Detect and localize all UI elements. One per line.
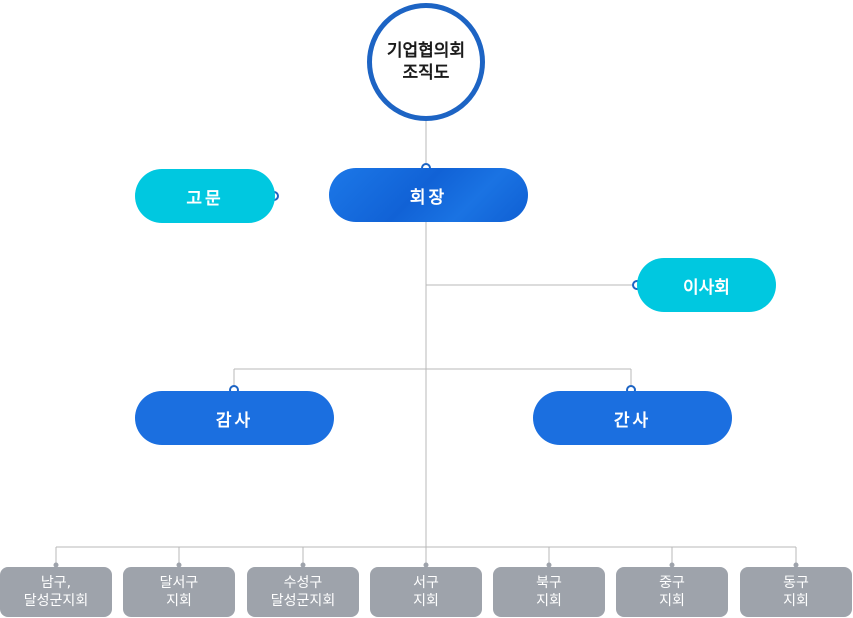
board-label: 이사회 (683, 277, 730, 298)
branch-node-suseonggu: 수성구 달성군지회 (247, 567, 359, 617)
branch-node-donggu: 동구 지회 (740, 567, 852, 617)
org-chart-title-line2: 조직도 (402, 63, 450, 83)
branch-node-junggu: 중구 지회 (616, 567, 728, 617)
org-chart-title-node: 기업협의회 조직도 (367, 3, 485, 121)
branch-label-line1: 서구 (413, 575, 439, 591)
president-label: 회장 (409, 187, 448, 208)
advisor-label: 고문 (186, 188, 224, 209)
board-node: 이사회 (637, 258, 776, 312)
branch-label-line1: 중구 (659, 575, 685, 591)
org-chart-title-line1: 기업협의회 (386, 41, 466, 61)
secretary-node: 간사 (533, 391, 732, 445)
branch-node-seogu: 서구 지회 (370, 567, 482, 617)
branch-label-line2: 지회 (166, 593, 192, 609)
branch-node-dalseogu: 달서구 지회 (123, 567, 235, 617)
branch-label-line1: 동구 (783, 575, 809, 591)
branch-label-line2: 지회 (783, 593, 809, 609)
branch-label-line1: 남구, (40, 575, 72, 591)
secretary-label: 간사 (613, 410, 652, 431)
branch-label-line1: 달서구 (159, 575, 199, 591)
branch-label-line2: 지회 (659, 593, 685, 609)
president-node: 회장 (329, 168, 528, 222)
branch-label-line1: 수성구 (283, 575, 323, 591)
branch-node-namgu-dalseonggun: 남구, 달성군지회 (0, 567, 112, 617)
branch-label-line2: 지회 (413, 593, 439, 609)
advisor-node: 고문 (135, 169, 275, 223)
branch-label-line2: 달성군지회 (23, 593, 89, 609)
branch-node-bukgu: 북구 지회 (493, 567, 605, 617)
auditor-node: 감사 (135, 391, 334, 445)
branch-label-line2: 달성군지회 (270, 593, 336, 609)
branch-label-line1: 북구 (536, 575, 562, 591)
auditor-label: 감사 (215, 410, 254, 431)
branch-label-line2: 지회 (536, 593, 562, 609)
